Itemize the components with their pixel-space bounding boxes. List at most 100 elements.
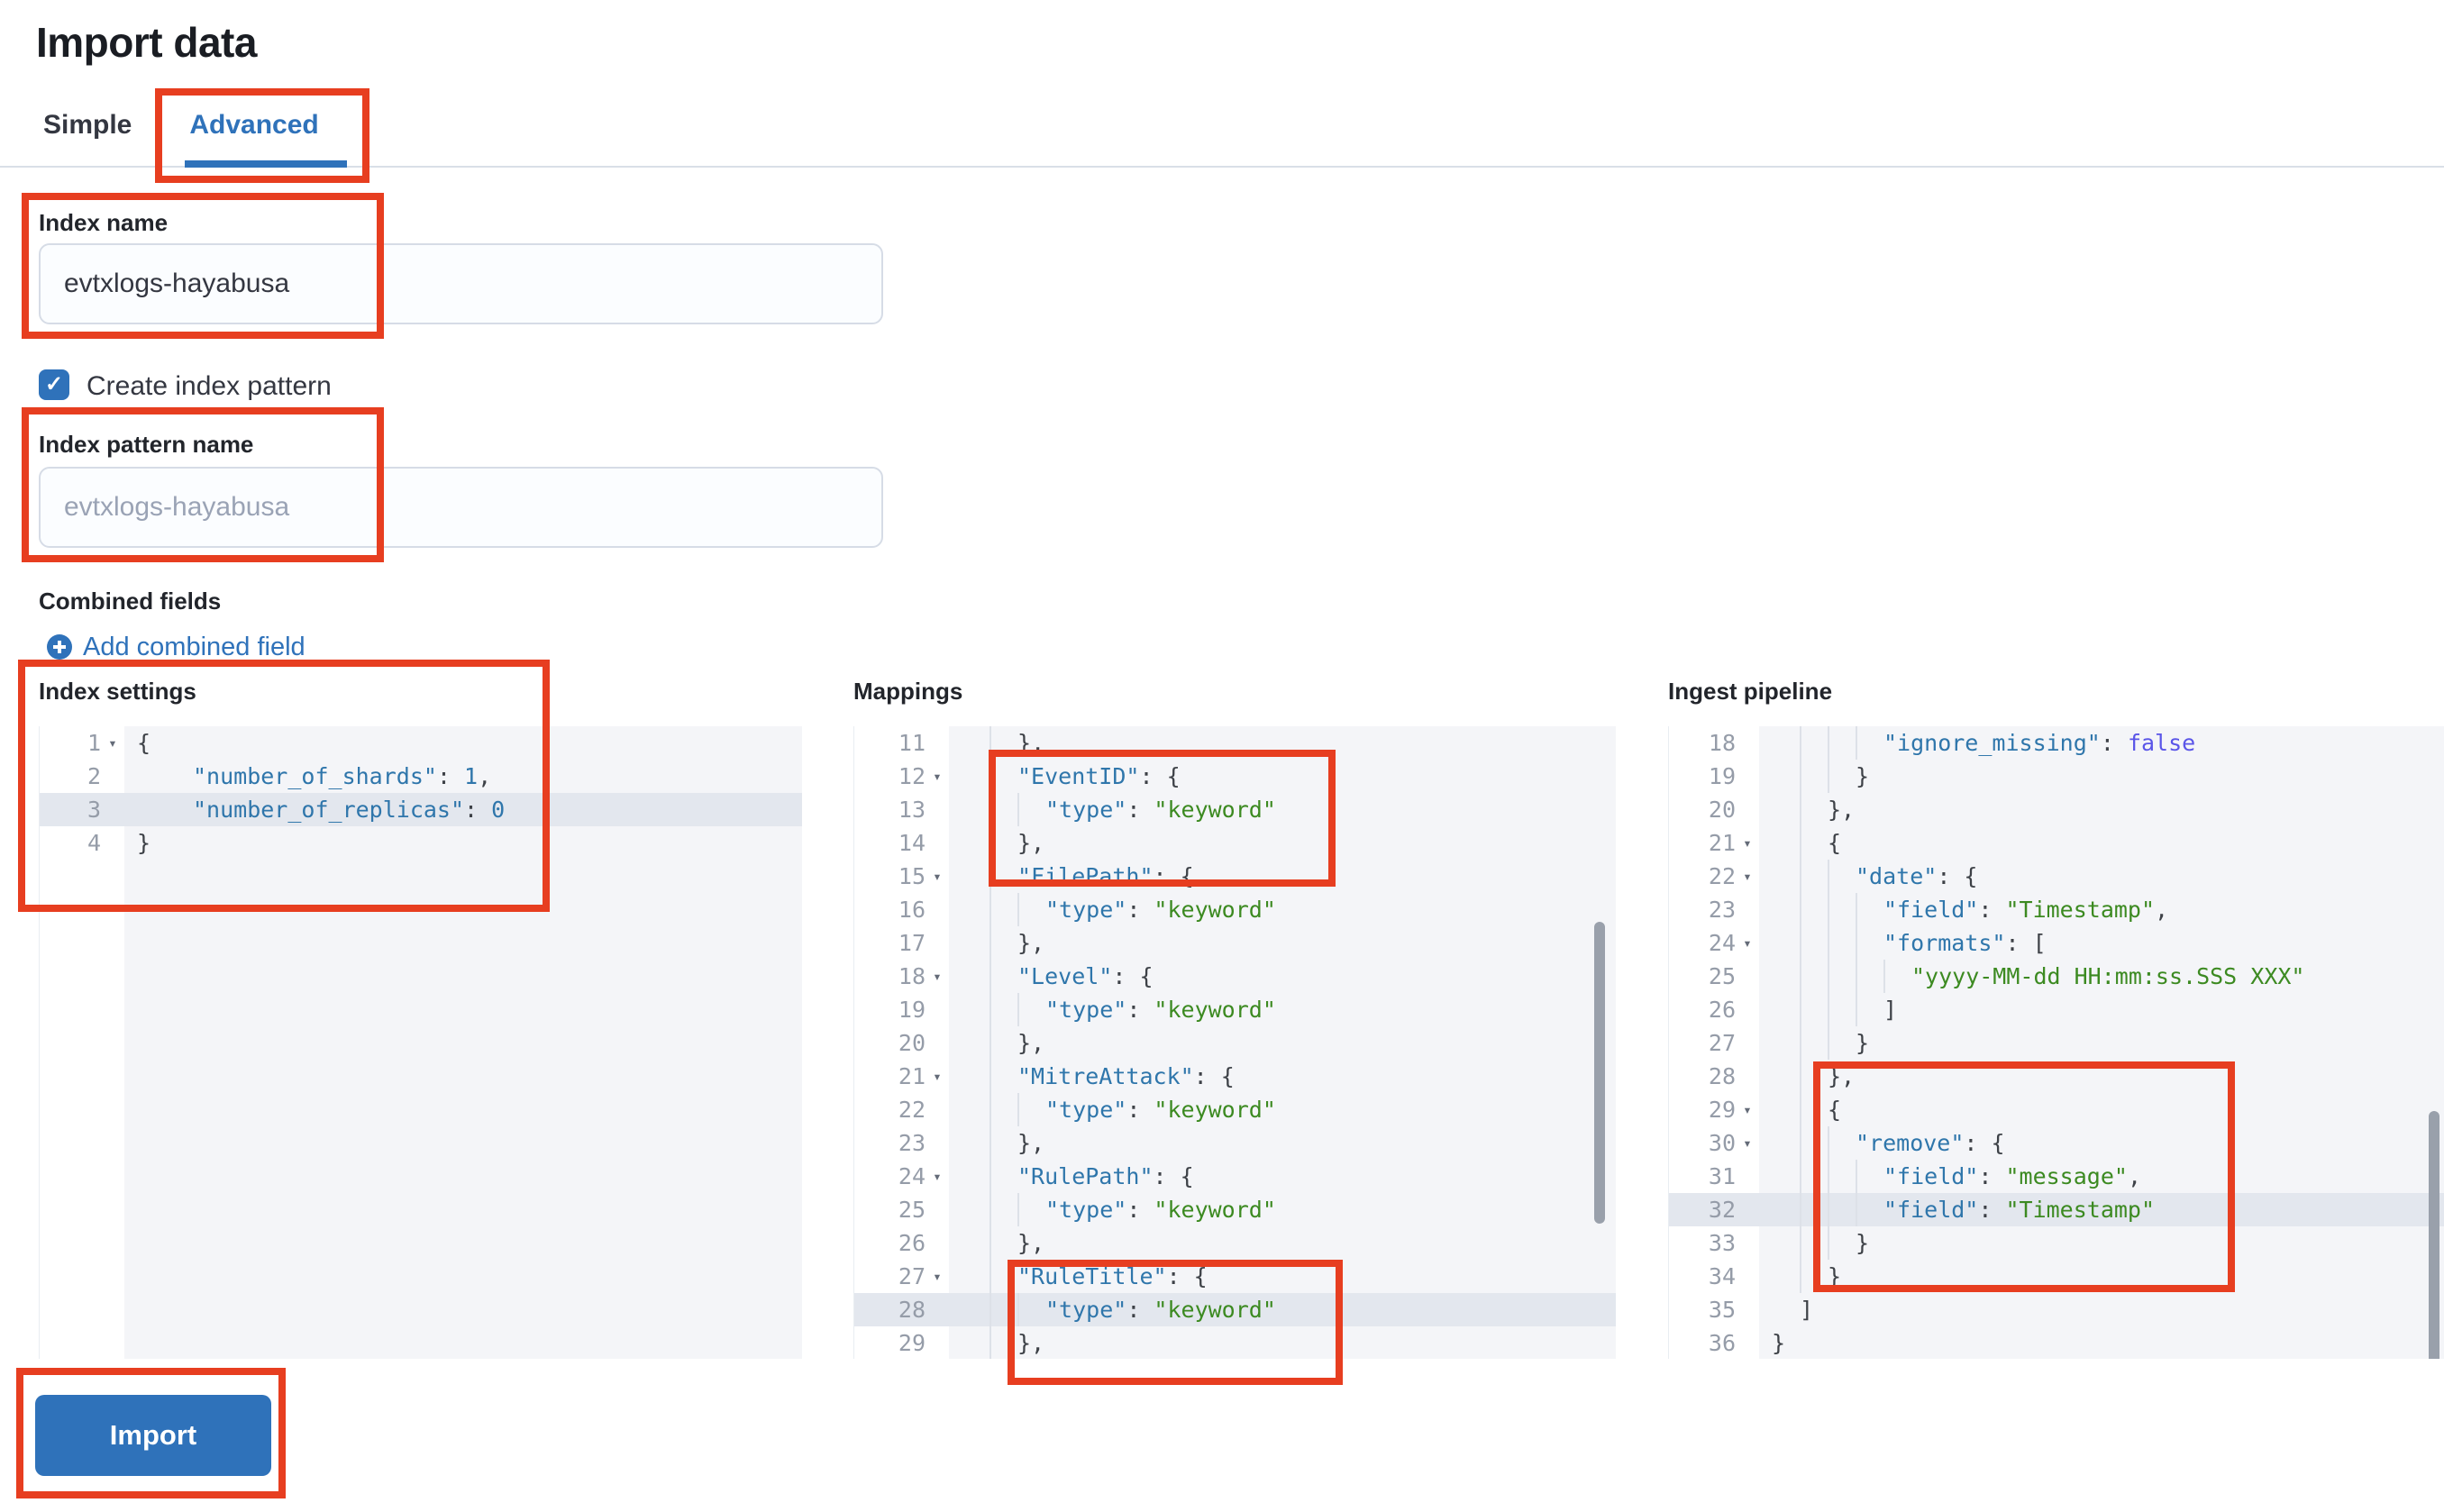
code-line: 23"field": "Timestamp", [1669,893,2444,926]
index-settings-label: Index settings [39,678,196,705]
fold-arrow-icon[interactable]: ▾ [1743,834,1752,852]
line-number: 1 [87,730,101,756]
code-line: 1▾{ [40,726,802,760]
line-number: 21 [898,1063,926,1089]
code-line: 35] [1669,1293,2444,1326]
fold-arrow-icon[interactable]: ▾ [1743,1101,1752,1118]
line-number: 21 [1708,830,1736,856]
code-line: 18"ignore_missing": false [1669,726,2444,760]
line-number: 25 [898,1197,926,1223]
code-line: 26}, [854,1226,1616,1260]
line-number: 19 [1708,763,1736,789]
tab-advanced[interactable]: Advanced [189,110,319,140]
create-index-pattern-checkbox[interactable]: ✓ [39,369,69,400]
line-number: 22 [1708,863,1736,889]
code-line: 24▾"RulePath": { [854,1160,1616,1193]
scrollbar-thumb[interactable] [1594,922,1605,1224]
line-number: 13 [898,797,926,823]
code-line: 22"type": "keyword" [854,1093,1616,1126]
ingest-pipeline-section: Ingest pipeline 18"ignore_missing": fals… [1668,678,2444,1359]
line-number: 24 [1708,930,1736,956]
line-number: 33 [1708,1230,1736,1256]
code-line: 33} [1669,1226,2444,1260]
code-line: 19} [1669,760,2444,793]
line-number: 11 [898,730,926,756]
index-settings-editor[interactable]: 1▾{2"number_of_shards": 1,3"number_of_re… [39,726,802,1359]
fold-arrow-icon[interactable]: ▾ [933,1068,942,1085]
code-line: 24▾"formats": [ [1669,926,2444,960]
page-title: Import data [36,19,257,66]
line-number: 34 [1708,1263,1736,1289]
fold-arrow-icon[interactable]: ▾ [933,1268,942,1285]
line-number: 27 [1708,1030,1736,1056]
code-line: 28}, [1669,1060,2444,1093]
code-line: 16"type": "keyword" [854,893,1616,926]
code-line: 14}, [854,826,1616,860]
line-number: 2 [87,763,101,789]
tab-simple[interactable]: Simple [43,110,132,140]
line-number: 25 [1708,963,1736,989]
fold-arrow-icon[interactable]: ▾ [1743,1134,1752,1152]
fold-arrow-icon[interactable]: ▾ [108,734,117,751]
code-line: 28"type": "keyword" [854,1293,1616,1326]
code-line: 3"number_of_replicas": 0 [40,793,802,826]
line-number: 20 [1708,797,1736,823]
code-line: 26] [1669,993,2444,1026]
index-name-input[interactable] [39,243,883,324]
fold-arrow-icon[interactable]: ▾ [933,1168,942,1185]
fold-arrow-icon[interactable]: ▾ [1743,868,1752,885]
fold-arrow-icon[interactable]: ▾ [933,768,942,785]
fold-arrow-icon[interactable]: ▾ [933,968,942,985]
active-tab-underline [185,160,347,168]
line-number: 12 [898,763,926,789]
import-button[interactable]: Import [35,1395,271,1476]
fold-arrow-icon[interactable]: ▾ [1743,934,1752,952]
scrollbar-thumb[interactable] [2429,1111,2439,1359]
code-line: 32"field": "Timestamp" [1669,1193,2444,1226]
line-number: 35 [1708,1297,1736,1323]
line-number: 23 [898,1130,926,1156]
checkmark-icon: ✓ [44,372,64,396]
editor-empty-area [40,860,802,1359]
code-line: 29}, [854,1326,1616,1359]
code-line: 23}, [854,1126,1616,1160]
tab-bar-divider [0,166,2444,168]
line-number: 18 [1708,730,1736,756]
index-name-label: Index name [39,209,169,236]
line-number: 27 [898,1263,926,1289]
code-line: 2"number_of_shards": 1, [40,760,802,793]
line-number: 20 [898,1030,926,1056]
plus-icon-bar [58,641,61,653]
code-line: 27} [1669,1026,2444,1060]
line-number: 28 [1708,1063,1736,1089]
code-line: 17}, [854,926,1616,960]
line-number: 23 [1708,897,1736,923]
create-index-pattern-label: Create index pattern [87,371,332,401]
code-line: 25"yyyy-MM-dd HH:mm:ss.SSS XXX" [1669,960,2444,993]
tab-bar: Simple Advanced [43,110,319,141]
code-line: 22▾"date": { [1669,860,2444,893]
line-number: 31 [1708,1163,1736,1189]
line-number: 30 [1708,1130,1736,1156]
line-number: 26 [1708,997,1736,1023]
line-number: 29 [898,1330,926,1356]
line-number: 15 [898,863,926,889]
code-line: 34} [1669,1260,2444,1293]
code-line: 11}, [854,726,1616,760]
index-settings-section: Index settings 1▾{2"number_of_shards": 1… [39,678,802,1359]
line-number: 4 [87,830,101,856]
line-number: 36 [1708,1330,1736,1356]
code-line: 20}, [854,1026,1616,1060]
plus-in-circle-icon[interactable] [47,634,72,660]
code-line: 27▾"RuleTitle": { [854,1260,1616,1293]
index-pattern-name-label: Index pattern name [39,431,254,458]
fold-arrow-icon[interactable]: ▾ [933,868,942,885]
line-number: 29 [1708,1097,1736,1123]
index-pattern-name-input[interactable] [39,467,883,548]
code-line: 25"type": "keyword" [854,1193,1616,1226]
mappings-editor[interactable]: 11},12▾"EventID": {13"type": "keyword"14… [853,726,1616,1359]
add-combined-field-link[interactable]: Add combined field [83,633,306,661]
line-number: 28 [898,1297,926,1323]
code-line: 31"field": "message", [1669,1160,2444,1193]
